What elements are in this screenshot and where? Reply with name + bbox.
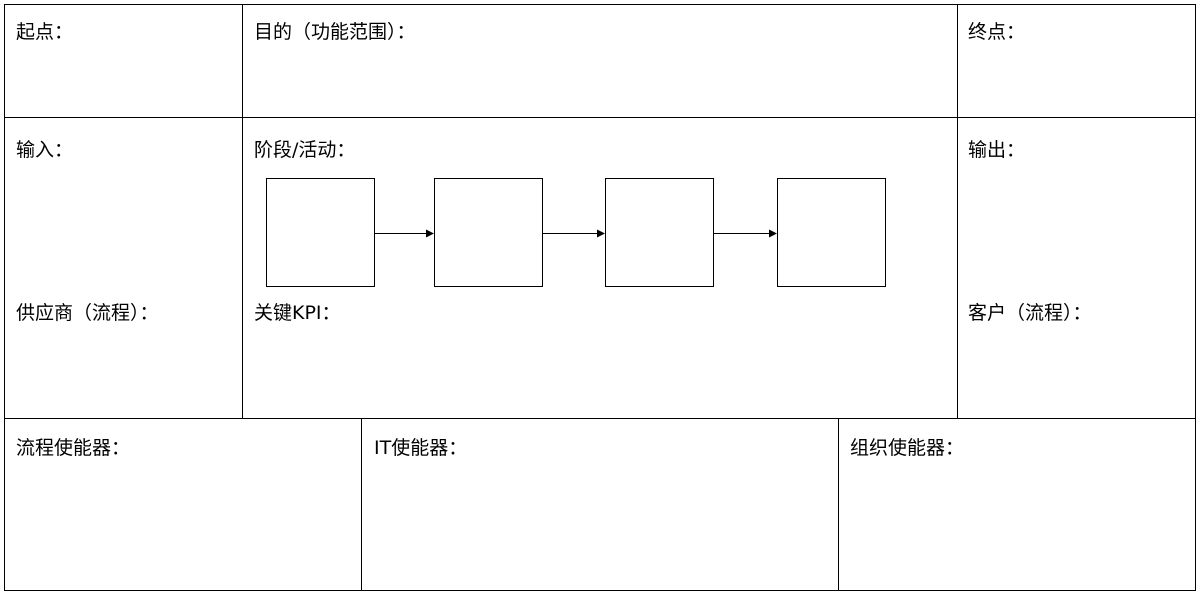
activity-box-1 (266, 178, 375, 287)
border-top (4, 4, 1196, 5)
output-label: 输出： (968, 139, 1026, 161)
activity-box-3 (605, 178, 714, 287)
kpi-label: 关键KPI： (254, 302, 341, 324)
stage-activity-label: 阶段/活动： (254, 139, 356, 161)
purpose-label: 目的（功能范围）： (254, 21, 416, 43)
activity-box-4 (777, 178, 886, 287)
divider-col-right (957, 4, 958, 419)
divider-row2 (4, 418, 1196, 419)
input-label: 输入： (16, 139, 74, 161)
divider-bottom-1 (361, 418, 362, 591)
divider-bottom-2 (838, 418, 839, 591)
it-enabler-label: IT使能器： (374, 437, 468, 459)
process-enabler-label: 流程使能器： (16, 437, 131, 459)
supplier-label: 供应商（流程）： (16, 302, 159, 324)
start-label: 起点： (16, 21, 74, 43)
border-bottom (4, 590, 1196, 591)
activity-box-2 (434, 178, 543, 287)
border-left (4, 4, 5, 591)
border-right (1195, 4, 1196, 591)
customer-label: 客户（流程）： (968, 302, 1092, 324)
org-enabler-label: 组织使能器： (850, 437, 965, 459)
end-label: 终点： (968, 21, 1026, 43)
divider-row1 (4, 117, 1196, 118)
divider-col-left (242, 4, 243, 419)
